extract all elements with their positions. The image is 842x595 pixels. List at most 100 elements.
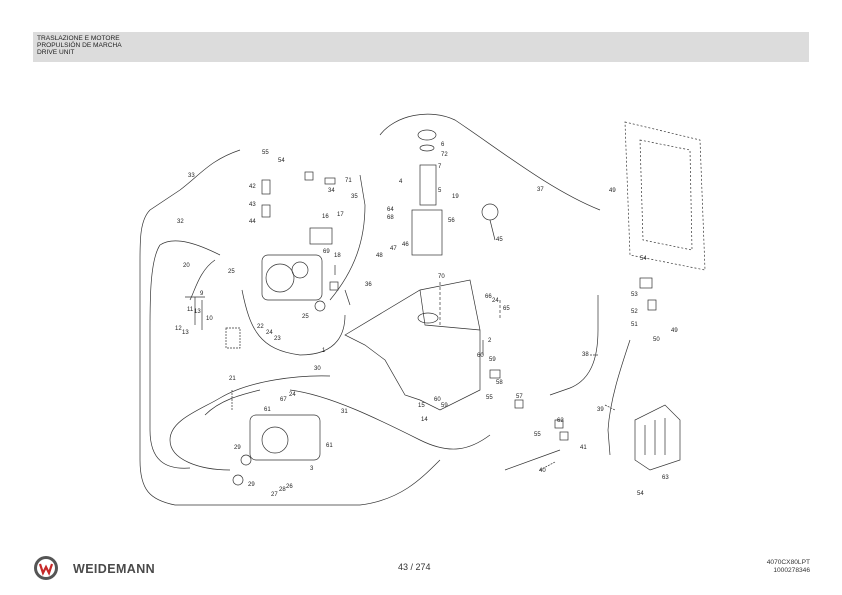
callout-61b: 61 [326,443,333,449]
callout-42: 42 [249,184,256,190]
callout-62: 62 [557,418,564,424]
callout-57: 57 [516,394,523,400]
callout-19: 19 [452,194,459,200]
radiator [624,121,706,271]
callout-51: 51 [631,322,638,328]
callout-45: 45 [496,237,503,243]
callout-31: 31 [341,409,348,415]
hose-40 [504,449,561,471]
callout-15: 15 [418,403,425,409]
callout-53: 53 [631,292,638,298]
callout-55a: 55 [262,150,269,156]
callout-60b: 60 [434,397,441,403]
callout-43: 43 [249,202,256,208]
callout-1: 1 [322,348,326,354]
hose-21 [204,389,261,416]
callout-40: 40 [539,468,546,474]
callout-58: 58 [496,380,503,386]
callout-55c: 55 [534,432,541,438]
callout-13b: 13 [182,330,189,336]
callout-6: 6 [441,142,445,148]
callout-44: 44 [249,219,256,225]
callout-39: 39 [597,407,604,413]
callout-24a: 24 [266,330,273,336]
callout-10: 10 [206,316,213,322]
callout-9: 9 [200,291,204,297]
callout-29b: 29 [248,482,255,488]
callout-24b: 24 [289,392,296,398]
callout-4: 4 [399,179,403,185]
callout-38: 38 [582,352,589,358]
hose-37 [379,113,601,211]
callout-54b: 54 [640,256,647,262]
callout-20: 20 [183,263,190,269]
callout-17: 17 [337,212,344,218]
control-valve [634,404,681,471]
callout-48: 48 [376,253,383,259]
callout-67: 67 [280,397,287,403]
document-reference: 4070CX80LPT 1000278346 [767,559,810,575]
callout-11: 11 [187,307,194,313]
callout-66: 66 [485,294,492,300]
hose-35 [329,174,366,301]
callout-70: 70 [438,274,445,280]
callout-35: 35 [351,194,358,200]
docref-model: 4070CX80LPT [766,559,810,566]
callout-32: 32 [177,219,184,225]
callout-12: 12 [175,326,182,332]
hose-32 [149,240,221,469]
callout-61a: 61 [264,407,271,413]
hose-30 [169,375,331,471]
callout-7: 7 [438,164,442,170]
callout-68: 68 [387,215,394,221]
callout-13a: 13 [194,309,201,315]
header-title-es: PROPULSIÓN DE MARCHA [37,42,122,49]
callout-65: 65 [503,306,510,312]
callout-46: 46 [402,242,409,248]
callout-21: 21 [229,376,236,382]
callout-16: 16 [322,214,329,220]
header-title-en: DRIVE UNIT [37,49,75,56]
callout-59a: 59 [489,357,496,363]
callout-25a: 25 [228,269,235,275]
callout-56: 56 [448,218,455,224]
callout-49a: 49 [609,188,616,194]
callout-52: 52 [631,309,638,315]
callout-71: 71 [345,178,352,184]
callout-30: 30 [314,366,321,372]
callout-37: 37 [537,187,544,193]
callout-64: 64 [387,207,394,213]
callout-55b: 55 [486,395,493,401]
hose-31 [289,389,491,450]
callout-47: 47 [390,246,397,252]
docref-number: 1000278346 [773,567,810,574]
callout-26: 26 [286,484,293,490]
callout-28: 28 [279,487,286,493]
page-number: 43 / 274 [398,562,431,572]
callout-14: 14 [421,417,428,423]
hose-36 [241,289,346,356]
callout-54c: 54 [637,491,644,497]
callout-63: 63 [662,475,669,481]
callout-33: 33 [188,173,195,179]
hydraulic-tank [344,279,481,411]
callout-59b: 59 [441,403,448,409]
callout-72: 72 [441,152,448,158]
hose-39 [607,339,631,456]
callout-5: 5 [438,188,442,194]
brand-name: WEIDEMANN [73,562,156,576]
callout-29a: 29 [234,445,241,451]
callout-3: 3 [310,466,314,472]
header-title-it: TRASLAZIONE E MOTORE [37,35,120,42]
hose-33 [139,149,441,506]
callout-36: 36 [365,282,372,288]
callout-24c: 24 [492,298,499,304]
callout-54a: 54 [278,158,285,164]
weidemann-logo-icon [34,556,58,580]
callout-60a: 60 [477,353,484,359]
callout-34: 34 [328,188,335,194]
callout-18: 18 [334,253,341,259]
header-bar: TRASLAZIONE E MOTORE PROPULSIÓN DE MARCH… [33,32,809,62]
callout-50: 50 [653,337,660,343]
